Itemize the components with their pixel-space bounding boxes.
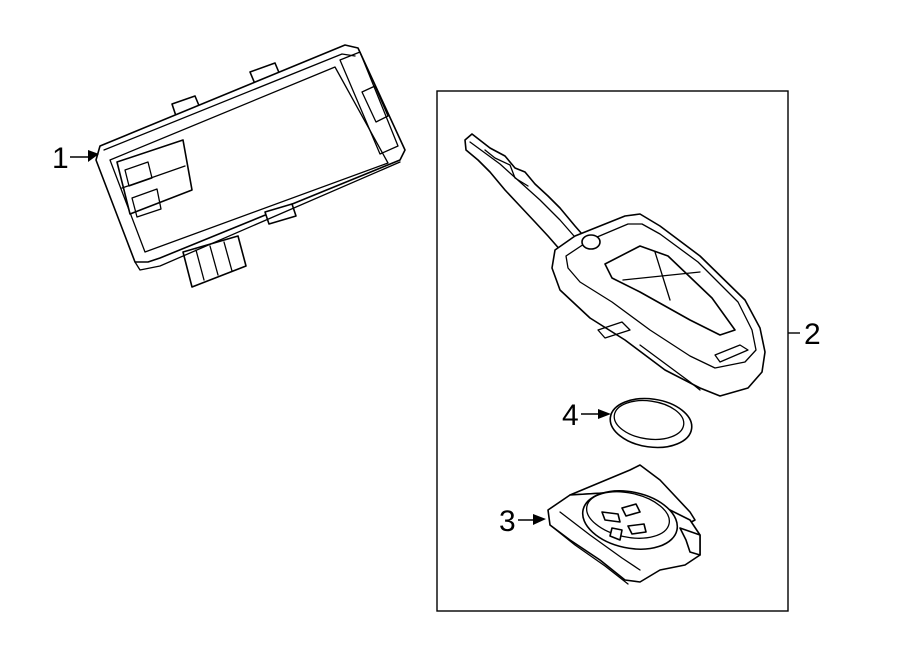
battery-holder-part bbox=[547, 464, 701, 585]
callout-4-label: 4 bbox=[562, 399, 579, 432]
coin-battery-part bbox=[609, 397, 693, 449]
assembly-frame bbox=[436, 90, 789, 612]
module-part bbox=[95, 44, 406, 288]
callout-4-arrow bbox=[598, 409, 611, 419]
callout-1: 1 bbox=[52, 142, 99, 175]
callout-1-arrow bbox=[88, 150, 99, 162]
callout-3-label: 3 bbox=[499, 505, 516, 538]
callout-1-label: 1 bbox=[52, 142, 69, 175]
callout-4: 4 bbox=[562, 399, 611, 432]
flip-key-part bbox=[464, 133, 766, 397]
callout-2-label: 2 bbox=[804, 318, 821, 351]
callout-3: 3 bbox=[499, 505, 546, 538]
callout-3-arrow bbox=[533, 514, 546, 525]
callout-2: 2 bbox=[788, 318, 821, 351]
